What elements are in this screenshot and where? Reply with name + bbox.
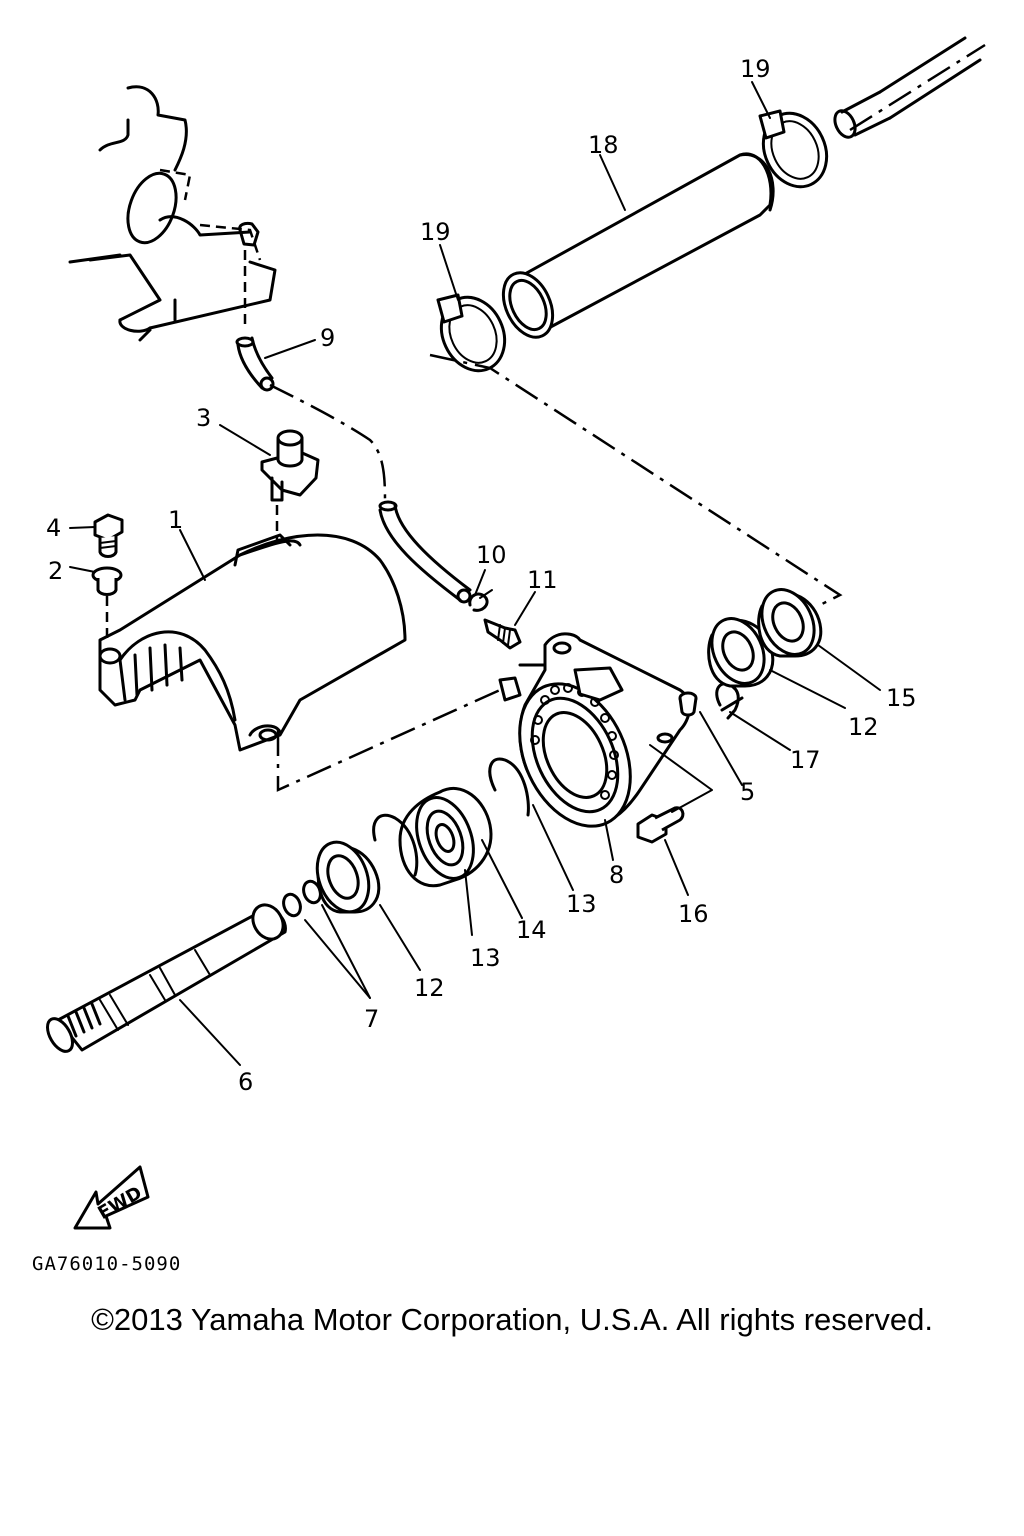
assembly-lines: [276, 353, 843, 813]
clamp-19-right: [758, 109, 829, 189]
hose-18: [501, 152, 775, 339]
callout-14: 14: [516, 916, 547, 944]
circlip-13-lower: [372, 813, 419, 877]
engine-fragment: [68, 85, 277, 342]
callout-19-left: 19: [420, 218, 451, 246]
callout-2: 2: [48, 557, 63, 585]
clip-17: [715, 682, 744, 720]
bolt-16: [636, 806, 685, 844]
callout-16: 16: [678, 900, 709, 928]
callout-8: 8: [609, 861, 624, 889]
callout-9: 9: [320, 324, 335, 352]
callout-15: 15: [886, 684, 917, 712]
callout-12-lower: 12: [414, 974, 445, 1002]
collar-2: [91, 566, 123, 640]
callout-18: 18: [588, 131, 619, 159]
circlip-13-upper: [488, 757, 530, 817]
hose-9: [235, 336, 472, 604]
callout-11: 11: [527, 566, 558, 594]
callout-13-lower: 13: [470, 944, 501, 972]
housing-8: [498, 632, 691, 828]
o-rings-7: [282, 879, 322, 918]
bolt-4: [93, 513, 124, 558]
callout-19-right: 19: [740, 55, 771, 83]
exploded-parts-diagram: 1 2 3 4 5 6 7 8 9 10 11 12 12 13 13 14 1…: [32, 36, 986, 1275]
fwd-arrow-icon: FWD: [73, 1165, 150, 1230]
callout-5: 5: [740, 778, 755, 806]
clamp-19-left: [436, 293, 507, 373]
part-callouts: 1 2 3 4 5 6 7 8 9 10 11 12 12 13 13 14 1…: [46, 55, 917, 1096]
leader-lines: [69, 81, 881, 1066]
drawing-code: GA76010-5090: [32, 1253, 181, 1275]
callout-6: 6: [238, 1068, 253, 1096]
callout-3: 3: [196, 404, 211, 432]
oil-seal-12-upper: [707, 617, 775, 688]
oil-seal-12-lower: [315, 840, 381, 914]
callout-13-upper: 13: [566, 890, 597, 918]
shaft-6: [46, 903, 287, 1053]
callout-7: 7: [364, 1005, 379, 1033]
callout-12-upper: 12: [848, 713, 879, 741]
copyright-notice: ©2013 Yamaha Motor Corporation, U.S.A. A…: [91, 1302, 933, 1337]
callout-4: 4: [46, 514, 61, 542]
pin-5: [678, 691, 698, 717]
drive-shaft-stub: [833, 36, 986, 139]
oil-seal-15: [757, 588, 823, 658]
callout-10: 10: [476, 541, 507, 569]
callout-1: 1: [168, 506, 183, 534]
fitting-11: [483, 618, 522, 650]
bearing-14: [398, 786, 493, 888]
cover-1: [98, 533, 407, 752]
clamp-10: [468, 589, 493, 612]
callout-17: 17: [790, 746, 821, 774]
